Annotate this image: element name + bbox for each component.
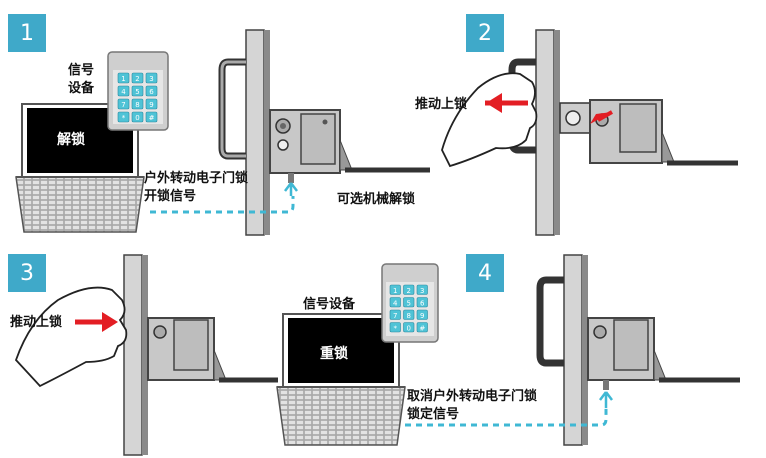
hand-3 <box>14 286 128 388</box>
keypad-4: 1 2 3 4 5 6 7 8 9 * 0 # <box>381 263 439 343</box>
red-arrow-3 <box>102 312 118 332</box>
keypad-key-label: 1 <box>393 287 397 295</box>
keypad-key-label: 8 <box>135 101 139 109</box>
keypad-key <box>145 98 158 110</box>
keypad-key-label: # <box>419 324 425 332</box>
door-1 <box>218 29 430 236</box>
keypad-key <box>117 85 130 97</box>
device-label-line2: 设备 <box>68 81 95 96</box>
keypad-key <box>389 297 401 308</box>
keypad-key <box>145 111 158 123</box>
step-badge-3: 3 <box>8 254 46 292</box>
signal-label-4-line1: 取消户外转动电子门锁 <box>407 389 538 404</box>
keypad-key <box>416 284 428 295</box>
panel-3 <box>14 254 278 456</box>
signal-dashed-4 <box>405 408 608 427</box>
keypad-key-label: 3 <box>149 75 153 83</box>
keypad-key-label: 7 <box>121 101 125 109</box>
keypad-key-label: 3 <box>420 287 424 295</box>
keypad-key-label: * <box>122 114 126 122</box>
keypad-key-label: 2 <box>407 287 411 295</box>
signal-label-1-line1: 户外转动电子门锁 <box>144 171 249 186</box>
keypad-key <box>117 72 130 84</box>
red-arrow-2 <box>486 93 502 113</box>
step-badge-2: 2 <box>466 14 504 52</box>
keypad-key-label: 0 <box>407 324 411 332</box>
keypad-key-label: 6 <box>420 299 425 307</box>
keypad-key <box>389 322 401 333</box>
keypad-key-label: 5 <box>135 88 139 96</box>
keypad-key-label: 7 <box>393 312 397 320</box>
keypad-key-label: # <box>149 114 155 122</box>
keypad-key-label: 2 <box>135 75 139 83</box>
panel-4: 1 2 3 4 5 6 7 8 9 * 0 # <box>276 254 740 446</box>
keypad-key <box>131 98 144 110</box>
keypad-key-label: 9 <box>149 101 153 109</box>
keypad-key <box>131 72 144 84</box>
keypad-1: 1 2 3 4 5 6 7 8 9 * 0 # <box>107 51 169 131</box>
keypad-key <box>145 85 158 97</box>
keypad-key-label: 8 <box>407 312 411 320</box>
keypad-key <box>403 297 415 308</box>
keypad-key-label: 5 <box>407 299 411 307</box>
keypad-key-label: 9 <box>420 312 424 320</box>
hand-2 <box>441 72 538 168</box>
signal-label-1-line2: 开锁信号 <box>144 189 197 204</box>
keypad-key <box>403 284 415 295</box>
step-badge-4: 4 <box>466 254 504 292</box>
keypad-key <box>416 297 428 308</box>
device-label-line1: 信号 <box>68 63 95 78</box>
keypad-key <box>389 284 401 295</box>
step-badge-1: 1 <box>8 14 46 52</box>
keypad-key <box>117 98 130 110</box>
keypad-key <box>145 72 158 84</box>
keypad-key <box>131 111 144 123</box>
action-label-3: 推动上锁 <box>10 315 63 330</box>
keypad-key-label: * <box>394 324 398 332</box>
keypad-key-label: 1 <box>121 75 125 83</box>
panel-2 <box>441 29 738 236</box>
keypad-key <box>117 111 130 123</box>
keypad-key <box>403 322 415 333</box>
screen-text-unlock: 解锁 <box>57 132 85 148</box>
keypad-key <box>131 85 144 97</box>
keypad-key <box>403 309 415 320</box>
laptop-4 <box>276 313 406 446</box>
keypad-key-label: 0 <box>135 114 139 122</box>
signal-label-4-line2: 锁定信号 <box>407 407 460 422</box>
keypad-key <box>416 309 428 320</box>
screen-text-relock: 重锁 <box>320 346 348 362</box>
keypad-key-label: 4 <box>121 88 126 96</box>
keypad-key <box>389 309 401 320</box>
device-label-4: 信号设备 <box>303 297 356 312</box>
optional-mechanical-label: 可选机械解锁 <box>337 192 416 207</box>
keypad-key-label: 6 <box>149 88 154 96</box>
signal-dashed-1 <box>150 196 295 214</box>
keypad-key <box>416 322 428 333</box>
action-label-2: 推动上锁 <box>415 97 468 112</box>
keypad-key-label: 4 <box>393 299 398 307</box>
panel-1: 1 2 3 4 5 6 7 8 9 * 0 # <box>15 29 430 236</box>
